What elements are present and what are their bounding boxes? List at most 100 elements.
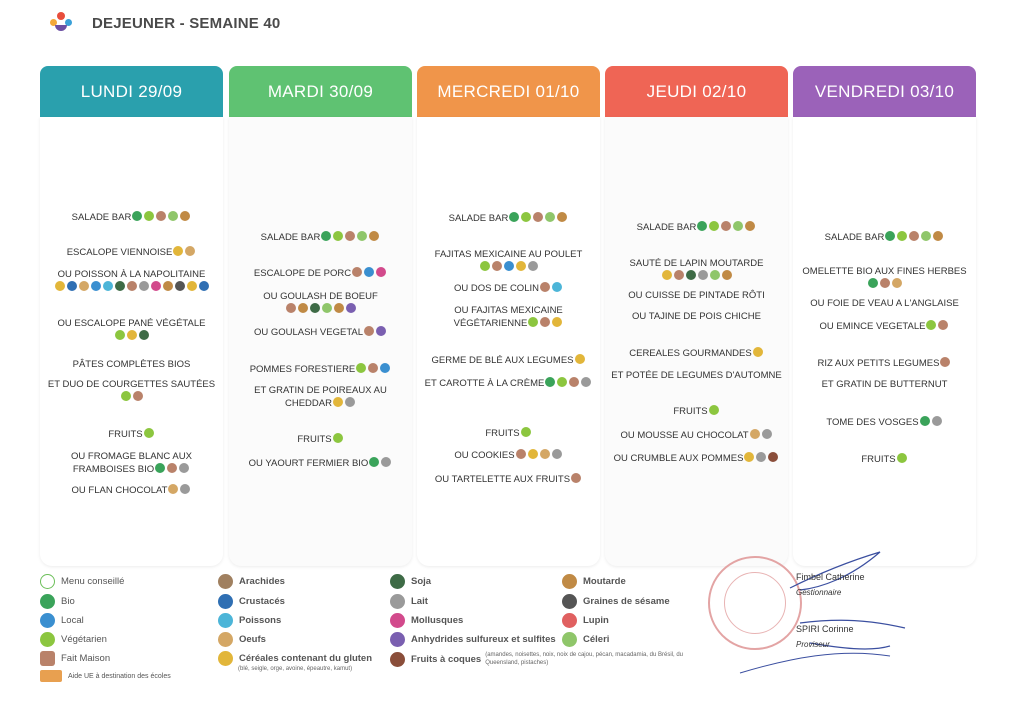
legend-item: Soja: [390, 574, 431, 589]
menu-item-text: ET DUO DE COURGETTES SAUTÉES: [47, 379, 216, 390]
legend-item: Mollusques: [390, 613, 463, 628]
allergen-badges: [884, 231, 944, 244]
menu-item: OU CUISSE DE PINTADE RÔTI: [609, 289, 784, 302]
crustaces-icon: [218, 594, 233, 609]
crustaces-icon: [198, 281, 209, 291]
fait-icon: [673, 270, 684, 280]
bio-icon: [545, 377, 556, 387]
gluten-icon: [752, 347, 763, 357]
day-header: JEUDI 02/10: [605, 66, 788, 117]
moutarde-icon: [180, 211, 191, 221]
menu-item-text: SAUTÉ DE LAPIN MOUTARDE: [629, 258, 764, 269]
moutarde-icon: [933, 231, 944, 241]
menu-item-text: FRUITS: [108, 429, 143, 441]
moutarde-icon: [162, 281, 173, 291]
lait-icon: [697, 270, 708, 280]
local-icon: [380, 363, 391, 373]
legend-item: Aide UE à destination des écoles: [40, 670, 171, 682]
menu-item-text: OU COOKIES: [454, 450, 515, 462]
menu-item: SAUTÉ DE LAPIN MOUTARDE: [609, 257, 784, 283]
gluten-icon: [574, 354, 585, 364]
day-body: SALADE BAR SAUTÉ DE LAPIN MOUTARDE OU CU…: [605, 117, 788, 566]
fait-icon: [540, 317, 551, 327]
allergen-badges: [54, 281, 210, 294]
local-icon: [364, 267, 375, 277]
fait-icon: [126, 281, 137, 291]
local-icon: [503, 261, 514, 271]
menu-item-text: ET GRATIN DE BUTTERNUT: [821, 379, 948, 390]
lait-icon: [138, 281, 149, 291]
veg-icon: [521, 212, 532, 222]
allergen-badges: [154, 463, 190, 476]
menu-item: ESCALOPE VIENNOISE: [44, 246, 219, 259]
signature-role: Gestionnaire: [796, 588, 842, 597]
lait-icon: [180, 484, 191, 494]
legend-item: Arachides: [218, 574, 285, 589]
menu-item-text: PÂTES COMPLÈTES BIOS: [72, 359, 191, 370]
fait-icon: [533, 212, 544, 222]
local-icon: [40, 613, 55, 628]
veg-icon: [528, 317, 539, 327]
legend-item: Oeufs: [218, 632, 266, 647]
menu-item: FRUITS: [609, 405, 784, 418]
menu-item: ET GRATIN DE POIREAUX AU CHEDDAR: [233, 384, 408, 410]
allergen-badges: [172, 246, 196, 259]
mollusques-icon: [150, 281, 161, 291]
bio-icon: [155, 463, 166, 473]
fait-icon: [571, 473, 582, 483]
day-header: MARDI 30/09: [229, 66, 412, 117]
menu-item-text: POMMES FORESTIERE: [249, 364, 356, 376]
menu-item: CEREALES GOURMANDES: [609, 347, 784, 360]
lait-icon: [381, 457, 392, 467]
nuts-note: (amandes, noisettes, noix, noix de cajou…: [485, 652, 683, 666]
day-column-friday: VENDREDI 03/10 SALADE BAR OMELETTE BIO A…: [793, 66, 976, 566]
fait-icon: [345, 231, 356, 241]
menu-item-text: CEREALES GOURMANDES: [629, 348, 752, 360]
legend-item: Fait Maison: [40, 651, 110, 666]
lait-icon: [761, 429, 772, 439]
fait-icon: [167, 463, 178, 473]
allergen-badges: [114, 330, 150, 343]
menu-item: FRUITS: [421, 427, 596, 440]
lait-icon: [931, 416, 942, 426]
signature-name: Fimbel Catherine: [796, 572, 865, 582]
allergen-badges: [285, 303, 357, 316]
menu-item-text: OU CUISSE DE PINTADE RÔTI: [628, 290, 765, 301]
crustaces-icon: [66, 281, 77, 291]
menu-item: GERME DE BLÉ AUX LEGUMES: [421, 354, 596, 367]
oeuf-icon: [749, 429, 760, 439]
fait-icon: [285, 303, 296, 313]
veg-icon: [332, 433, 343, 443]
menu-item-text: FRUITS: [861, 454, 896, 466]
veg-icon: [926, 320, 937, 330]
menu-item: OU TAJINE DE POIS CHICHE: [609, 310, 784, 323]
legend-item: Lupin: [562, 613, 609, 628]
celeri-icon: [321, 303, 332, 313]
mollusques-icon: [390, 613, 405, 628]
menu-item-text: OU FAJITAS MEXICAINE VÉGÉTARIENNE: [453, 305, 563, 330]
poissons-icon: [552, 282, 562, 292]
fait-icon: [540, 282, 550, 292]
legend-item: Céréales contenant du gluten: [218, 651, 372, 666]
legend-item: Bio: [40, 594, 75, 609]
allergen-legend: Menu conseillé Bio Local Végétarien Fait…: [40, 574, 720, 684]
veg-icon: [144, 211, 155, 221]
allergen-badges: [570, 473, 582, 486]
menu-item: FAJITAS MEXICAINE AU POULET: [421, 248, 596, 274]
veg-icon: [479, 261, 490, 271]
legend-item: Crustacés: [218, 594, 285, 609]
menu-item-text: RIZ AUX PETITS LEGUMES: [817, 358, 940, 370]
allergen-badges: [939, 357, 951, 370]
menu-item-text: OU TARTELETTE AUX FRUITS: [434, 474, 571, 486]
moutarde-icon: [297, 303, 308, 313]
menu-item-text: OMELETTE BIO AUX FINES HERBES: [802, 266, 967, 277]
gluten-icon: [173, 246, 184, 256]
sesame-icon: [562, 594, 577, 609]
menu-item-text: TOME DES VOSGES: [826, 417, 919, 429]
legend-item: Moutarde: [562, 574, 626, 589]
menu-item: ET POTÉE DE LEGUMES D'AUTOMNE: [609, 369, 784, 382]
bio-icon: [509, 212, 520, 222]
moutarde-icon: [557, 212, 568, 222]
allergen-badges: [527, 317, 563, 330]
vegetarien-icon: [40, 632, 55, 647]
